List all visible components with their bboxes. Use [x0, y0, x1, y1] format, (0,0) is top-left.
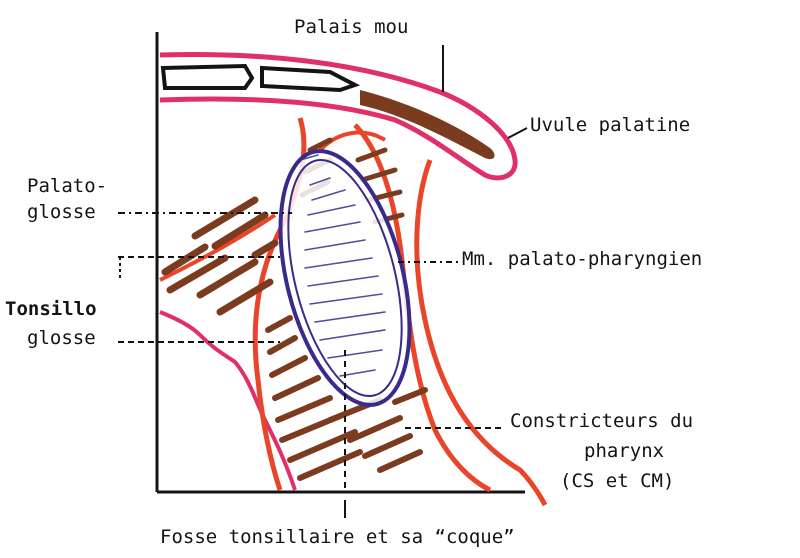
palato-glosse-label-line1: Palato- [27, 175, 107, 197]
constricteurs-label-line1: Constricteurs du [510, 410, 693, 432]
constricteurs-label-line3: (CS et CM) [560, 470, 674, 492]
palato-pharyngien-label: Mm. palato-pharyngien [462, 248, 702, 270]
palate-plate-left [163, 66, 252, 88]
fosse-tonsillaire-caption: Fosse tonsillaire et sa “coque” [160, 526, 515, 548]
uvule-leader [508, 128, 527, 138]
palate-plate-right [262, 68, 355, 90]
tonsillo-glosse-label-line2: glosse [27, 327, 96, 349]
tonsillo-glosse-label-line1: Tonsillo [5, 298, 97, 320]
uvule-palatine-label: Uvule palatine [530, 114, 690, 136]
palatopharyngeus-inner [417, 160, 545, 505]
constricteurs-label-line2: pharynx [584, 440, 664, 462]
palato-glosse-label-line2: glosse [27, 201, 96, 223]
uvula-muscle [360, 90, 495, 159]
palais-mou-label: Palais mou [294, 16, 408, 38]
